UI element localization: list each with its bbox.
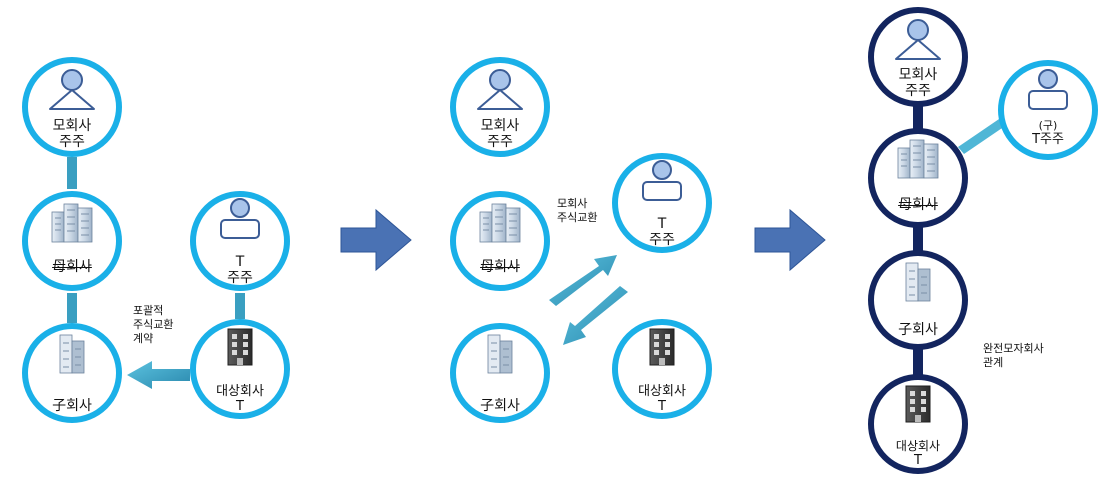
node-parent-company: [22, 191, 122, 291]
label-line: 주주: [59, 134, 85, 151]
label-line: 주주: [905, 83, 931, 100]
connector-parent-sub: [67, 293, 77, 323]
note-line: 모회사: [557, 197, 588, 210]
label-line: T: [236, 398, 244, 414]
label-line: 주주: [649, 232, 675, 249]
panel2-target-label: 대상회사 T: [622, 384, 702, 415]
building-icon: [487, 334, 513, 374]
label-line: T: [914, 452, 922, 468]
exchange-arrow-down: [563, 286, 628, 345]
building-icon: [59, 334, 85, 374]
label-line: 子회사: [898, 322, 938, 338]
panel-1: [22, 57, 290, 423]
node-sub-company: [450, 323, 550, 423]
label-line: 주주: [227, 270, 253, 287]
label-line: T: [658, 398, 666, 414]
panel3-parent-company-label: 母회사: [873, 197, 963, 213]
label-line: 대상회사: [895, 439, 941, 453]
note-line: 주식교환: [133, 317, 174, 331]
label-line: 모회사: [898, 67, 938, 83]
node-target: [868, 374, 968, 474]
label-line: 주주: [487, 134, 513, 151]
node-sub-company: [868, 250, 968, 350]
transition-arrow-1: [340, 209, 412, 271]
dark-building-icon: [905, 385, 931, 423]
connector-parent-sub: [913, 226, 923, 254]
node-target: [190, 319, 290, 419]
connector-holders-parent: [913, 103, 923, 133]
label-line: T: [657, 216, 667, 232]
label-line: 母회사: [455, 259, 545, 275]
dark-building-icon: [649, 328, 675, 366]
label-line: 母회사: [27, 259, 117, 275]
exchange-arrow-up: [549, 255, 617, 306]
label-line: (구): [1038, 119, 1058, 132]
panel2-sub-company-label: 子회사: [455, 398, 545, 414]
panel1-t-holders-label: T 주주: [195, 254, 285, 286]
panel1-sub-company-label: 子회사: [27, 398, 117, 414]
panel-2: [450, 57, 712, 423]
building-icon: [905, 262, 931, 302]
connector-sub-target: [913, 348, 923, 378]
label-line: 子회사: [52, 398, 92, 414]
panel1-exchange-note: 포괄적 주식교환 계약: [133, 304, 173, 345]
label-line: 대상회사: [216, 384, 264, 399]
panel1-target-label: 대상회사 T: [200, 384, 280, 415]
label-line: 母회사: [873, 197, 963, 213]
panel1-parent-holders-label: 모회사 주주: [27, 118, 117, 150]
note-line: 완전모자회사: [983, 342, 1044, 355]
connector-former-holders: [958, 117, 1008, 154]
panel3-former-t-holders-label: (구) T주주: [1008, 119, 1088, 148]
panel3-relation-note: 완전모자회사 관계: [983, 342, 1044, 370]
panel3-sub-company-label: 子회사: [873, 322, 963, 338]
label-line: 모회사: [52, 118, 92, 134]
node-parent-holders: [868, 7, 968, 107]
note-line: 계약: [133, 331, 154, 345]
label-line: 모회사: [480, 118, 520, 134]
parent-company-text: 母회사: [480, 259, 520, 275]
panel2-t-holders-label: T 주주: [617, 216, 707, 248]
node-former-t-holders: [998, 60, 1098, 160]
note-line: 주식교환: [557, 210, 598, 224]
panel1-parent-company-label: 母회사: [27, 259, 117, 275]
label-line: T: [235, 254, 245, 270]
note-line: 포괄적: [133, 304, 164, 317]
node-target: [612, 319, 712, 419]
node-t-holders: [190, 191, 290, 291]
panel3-target-label: 대상회사 T: [878, 439, 958, 469]
label-line: 대상회사: [638, 384, 686, 399]
transition-arrow-2: [754, 209, 826, 271]
panel3-parent-holders-label: 모회사 주주: [873, 67, 963, 99]
node-t-holders: [612, 153, 712, 253]
panel2-exchange-note: 모회사 주식교환: [557, 197, 597, 225]
exchange-arrow-left: [127, 361, 190, 389]
label-line: T주주: [1032, 131, 1064, 147]
node-parent-holders: [22, 57, 122, 157]
node-parent-holders: [450, 57, 550, 157]
note-line: 관계: [983, 355, 1004, 369]
node-sub-company: [22, 323, 122, 423]
parent-company-text: 母회사: [898, 197, 938, 213]
node-parent-company: [450, 191, 550, 291]
panel-3: [868, 7, 1098, 474]
connector-holders-parent: [67, 157, 77, 189]
dark-building-icon: [227, 328, 253, 366]
parent-company-text: 母회사: [52, 259, 92, 275]
label-line: 子회사: [480, 398, 520, 414]
panel2-parent-company-label: 母회사: [455, 259, 545, 275]
panel2-parent-holders-label: 모회사 주주: [455, 118, 545, 150]
connector-tholders-target: [235, 293, 245, 319]
node-parent-company: [868, 128, 968, 228]
